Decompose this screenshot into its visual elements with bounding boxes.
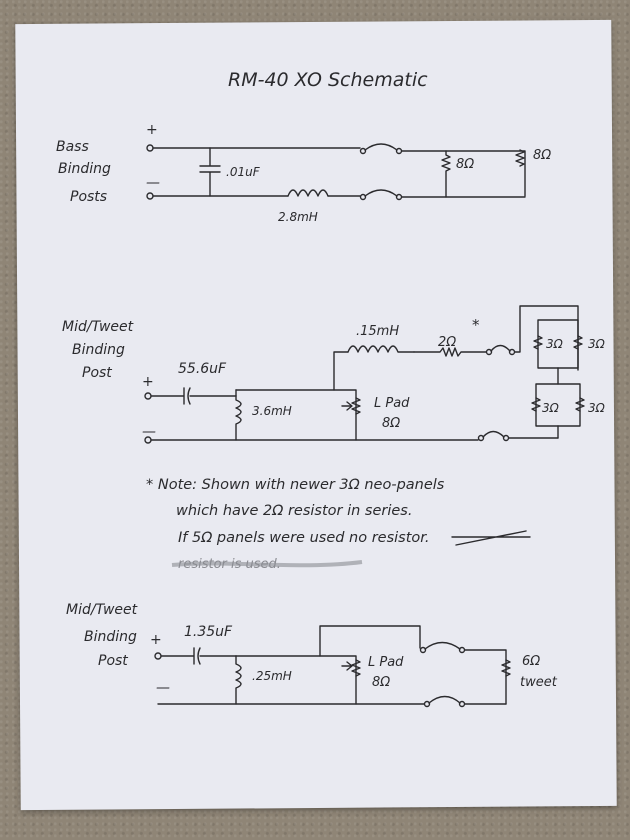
- mt2-switch-top-left: [419, 646, 427, 654]
- bass-section: Bass Binding Posts + — .01uF 2.8mH 8Ω 8Ω: [56, 122, 551, 224]
- mt1-shunt-inductor: [235, 395, 242, 441]
- bass-label-line1: Bass: [56, 139, 89, 155]
- bass-switch-top-left: [359, 147, 367, 155]
- mt1-lpad-label: L Pad: [374, 396, 410, 411]
- mt1-label-line2: Binding: [72, 342, 125, 358]
- mt1-minus-sign: —: [142, 424, 156, 440]
- mt1-cap-value: 55.6uF: [178, 361, 227, 377]
- note-line-2: which have 2Ω resistor in series.: [176, 503, 412, 519]
- mt1-series-resistor-value: 2Ω: [438, 335, 456, 350]
- bass-minus-sign: —: [146, 175, 160, 191]
- note-strikethrough: [451, 530, 531, 546]
- mt2-minus-sign: —: [156, 680, 170, 696]
- mt2-speaker-value: 6Ω: [522, 654, 540, 669]
- mt2-plus-terminal: [154, 652, 162, 660]
- mt1-lpad-value: 8Ω: [382, 416, 400, 431]
- bass-capacitor: [199, 147, 221, 197]
- bass-plus-sign: +: [146, 122, 158, 138]
- bass-switch-bottom-left: [359, 193, 367, 201]
- mt1-capacitor: [150, 387, 237, 405]
- mt2-cap-value: 1.35uF: [184, 624, 233, 640]
- bass-switch-top-arc: [364, 143, 398, 151]
- mt1-series-inductor: [347, 345, 415, 353]
- bass-switch-bottom-arc: [364, 189, 398, 197]
- mt1-lpad-wiper: [341, 401, 353, 411]
- mt1-panel-b1-value: 3Ω: [542, 401, 560, 415]
- mt1-switch-top-left: [485, 348, 493, 356]
- mt1-switch-bottom-arc: [482, 430, 505, 438]
- mt2-lpad-resistor: [351, 659, 361, 677]
- mt1-series-inductor-value: .15mH: [356, 324, 399, 339]
- bass-resistor-1: [441, 150, 451, 198]
- mt2-switch-top-right: [458, 646, 466, 654]
- mt2-speaker-resistor: [501, 659, 511, 677]
- bass-inductor-value: 2.8mH: [278, 210, 318, 224]
- mt2-top-wire-right: [464, 649, 507, 705]
- mt1-label-line3: Post: [82, 365, 112, 381]
- mt1-switch-bottom-left: [477, 434, 485, 442]
- mt1-shunt-inductor-value: 3.6mH: [252, 404, 292, 418]
- mt2-switch-top-arc: [424, 641, 461, 650]
- bass-minus-terminal: [146, 192, 154, 200]
- mt2-label-line1: Mid/Tweet: [66, 602, 138, 618]
- mt1-series-resistor: [413, 347, 487, 357]
- mt1-panel-a2-value: 3Ω: [588, 337, 606, 351]
- bass-resistor-2: [515, 149, 525, 167]
- mt1-panel-a1: [533, 335, 543, 350]
- mt2-lpad-label: L Pad: [368, 655, 404, 670]
- note-line-1: * Note: Shown with newer 3Ω neo-panels: [146, 477, 445, 493]
- bass-inductor: [287, 189, 329, 197]
- mt1-plus-sign: +: [142, 374, 154, 390]
- bass-cap-value: .01uF: [226, 165, 261, 179]
- bass-label-line3: Posts: [70, 189, 107, 205]
- midtweet-section-2: Mid/Tweet Binding Post + — 1.35uF .25mH …: [66, 602, 558, 708]
- mt2-speaker-label: tweet: [520, 675, 558, 690]
- note-block: * Note: Shown with newer 3Ω neo-panels w…: [146, 477, 531, 572]
- mt2-lpad-wiper: [341, 661, 353, 671]
- mt1-panel-b2: [575, 397, 585, 412]
- bass-plus-terminal: [146, 144, 154, 152]
- mt2-capacitor: [160, 647, 237, 665]
- mt1-lpad-body: [333, 389, 357, 441]
- bass-label-line2: Binding: [58, 161, 111, 177]
- mt1-switch-top-arc: [490, 344, 511, 352]
- mt2-label-line2: Binding: [84, 629, 137, 645]
- midtweet-section-1: Mid/Tweet Binding Post + — 55.6uF 3.6mH …: [62, 305, 606, 444]
- mt2-label-line3: Post: [98, 653, 128, 669]
- mt2-switch-bottom-right: [458, 700, 466, 708]
- mt2-shunt-inductor: [235, 655, 242, 705]
- mt1-asterisk: *: [472, 316, 480, 334]
- bass-res2-value: 8Ω: [533, 148, 551, 163]
- mt1-switch-bottom-right: [502, 434, 510, 442]
- bass-switch-bottom-right: [395, 193, 403, 201]
- mt1-label-line1: Mid/Tweet: [62, 319, 134, 335]
- bass-top-wire-right: [401, 150, 526, 197]
- mt1-plus-terminal: [144, 392, 152, 400]
- note-line-3: If 5Ω panels were used no resistor.: [178, 530, 430, 546]
- schematic-title: RM-40 XO Schematic: [228, 69, 428, 91]
- mt2-plus-sign: +: [150, 632, 162, 648]
- mt1-panel-a1-value: 3Ω: [546, 337, 564, 351]
- bass-switch-top-right: [395, 147, 403, 155]
- mt2-switch-bottom-arc: [428, 695, 461, 704]
- note-crossed-scribble: [171, 560, 363, 568]
- mt1-top-wire: [235, 351, 349, 391]
- mt2-top-wire: [235, 625, 421, 657]
- mt1-panel-b2-value: 3Ω: [588, 401, 606, 415]
- bass-res1-value: 8Ω: [456, 157, 474, 172]
- mt1-panel-a2: [573, 335, 583, 350]
- mt1-panel-b1: [531, 397, 541, 412]
- mt2-lpad-value: 8Ω: [372, 675, 390, 690]
- mt2-lpad-body: [319, 655, 357, 705]
- mt1-lpad-resistor: [351, 397, 361, 415]
- mt2-inductor-value: .25mH: [252, 669, 292, 683]
- mt2-switch-bottom-left: [423, 700, 431, 708]
